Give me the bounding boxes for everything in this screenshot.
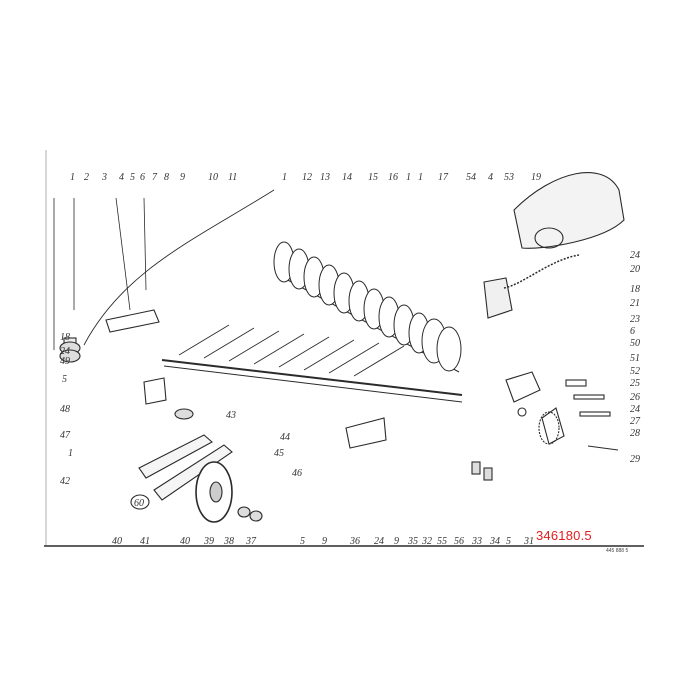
callout: 44 [280, 432, 290, 443]
callout: 9 [394, 536, 399, 547]
callout: 24 [630, 404, 640, 415]
callout: 48 [60, 404, 70, 415]
callout: 29 [630, 454, 640, 465]
callout: 49 [60, 356, 70, 367]
callout: 24 [374, 536, 384, 547]
callout: 11 [228, 172, 237, 183]
callout: 12 [302, 172, 312, 183]
callout: 2 [84, 172, 89, 183]
callout: 32 [421, 536, 432, 547]
callout: 19 [531, 172, 541, 183]
callout: 45 [274, 448, 284, 459]
callout: 23 [630, 314, 640, 325]
callout: 52 [630, 366, 640, 377]
callout: 16 [388, 172, 398, 183]
exploded-assembly-drawing: 1 2 3 4 5 6 7 8 9 10 11 1 12 13 14 15 16… [44, 150, 644, 547]
callout: 41 [140, 536, 150, 547]
callout: 34 [489, 536, 500, 547]
callout: 21 [630, 298, 640, 309]
callout: 31 [523, 536, 534, 547]
callout: 14 [342, 172, 352, 183]
callout: 13 [320, 172, 330, 183]
callout: 5 [130, 172, 135, 183]
callout: 33 [471, 536, 482, 547]
callout: 4 [119, 172, 124, 183]
callout: 5 [62, 374, 67, 385]
callout: 40 [180, 536, 190, 547]
callout: 47 [60, 430, 71, 441]
callout: 39 [203, 536, 214, 547]
callout: 53 [504, 172, 514, 183]
callout: 54 [466, 172, 476, 183]
callout: 9 [322, 536, 327, 547]
callout: 10 [208, 172, 218, 183]
reference-number: 346180.5 [536, 528, 592, 543]
callout: 50 [630, 338, 640, 349]
callout: 18 [630, 284, 640, 295]
callout: 1 [406, 172, 411, 183]
callout: 43 [226, 410, 236, 421]
callout: 38 [223, 536, 234, 547]
callout: 24 [630, 250, 640, 261]
callout: 4 [488, 172, 493, 183]
callout: 28 [630, 428, 640, 439]
callout: 25 [630, 378, 640, 389]
callout: 17 [438, 172, 449, 183]
callout: 3 [101, 172, 107, 183]
callout: 35 [407, 536, 418, 547]
callout: 8 [164, 172, 169, 183]
callout: 6 [140, 172, 145, 183]
callouts-top: 1 2 3 4 5 6 7 8 9 10 11 1 12 13 14 15 16… [70, 172, 541, 183]
callout: 20 [630, 264, 640, 275]
callout: 5 [300, 536, 305, 547]
callout: 9 [180, 172, 185, 183]
callout: 60 [134, 498, 144, 509]
callout: 46 [292, 468, 302, 479]
callout: 26 [630, 392, 640, 403]
callout: 6 [630, 326, 635, 337]
callout: 56 [454, 536, 464, 547]
callout: 1 [418, 172, 423, 183]
callout: 37 [245, 536, 257, 547]
callout: 24 [60, 346, 70, 357]
callout: 7 [152, 172, 158, 183]
callout: 1 [70, 172, 75, 183]
footer-code: 445 888 5 [606, 548, 629, 554]
callouts-right: 24 20 18 21 23 6 50 51 52 25 26 24 27 28… [630, 250, 641, 465]
callout: 1 [68, 448, 73, 459]
callouts-center: 43 44 45 46 60 [134, 410, 302, 509]
callout: 40 [112, 536, 122, 547]
callout: 36 [349, 536, 360, 547]
callout: 27 [630, 416, 641, 427]
callout: 51 [630, 353, 640, 364]
callouts-left: 18 24 5 49 48 47 1 42 [60, 332, 73, 487]
callout: 5 [506, 536, 511, 547]
callout: 55 [437, 536, 447, 547]
callout: 15 [368, 172, 378, 183]
callout: 42 [60, 476, 70, 487]
callouts-bottom: 40 41 40 39 38 37 5 9 36 24 9 35 32 55 5… [112, 536, 534, 547]
callout: 1 [282, 172, 287, 183]
callout: 18 [60, 332, 70, 343]
